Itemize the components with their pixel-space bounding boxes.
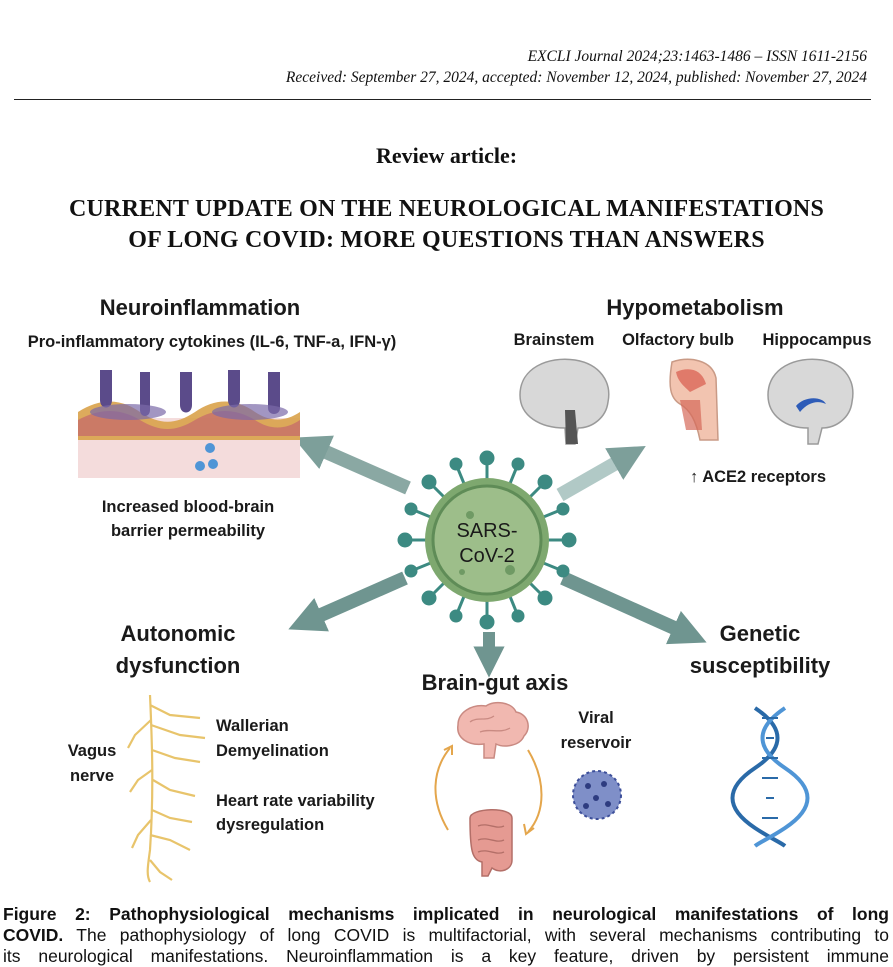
caption-label-end: COVID. [3,925,64,945]
viral-reservoir-line2: reservoir [561,734,632,752]
vagus-label-line2: nerve [70,767,114,785]
olfactory-bulb-icon [669,358,719,441]
article-title-line2: OF LONG COVID: MORE QUESTIONS THAN ANSWE… [128,227,765,253]
region-brainstem: Brainstem [514,331,595,349]
bbb-note-line1: Increased blood-brain [102,498,274,516]
mechanism-arrows [288,435,707,678]
hrv-line2: dysregulation [216,816,324,834]
viral-reservoir-icon [572,770,622,820]
neuroinflammation-panel: Neuroinflammation Pro-inflammatory cytok… [28,295,397,540]
virus-label-line2: CoV-2 [459,545,515,567]
neuroinflammation-subtitle: Pro-inflammatory cytokines (IL-6, TNF-a,… [28,333,397,351]
hypometabolism-panel: Hypometabolism Brainstem Olfactory bulb … [514,295,872,486]
autonomic-panel: Autonomic dysfunction Vagus nerve Waller… [68,621,375,883]
brain-gut-title: Brain-gut axis [422,670,569,695]
region-hippocampus: Hippocampus [762,331,871,349]
vagus-nerve-icon [127,694,206,883]
wallerian-line1: Wallerian [216,717,289,735]
ace2-note: ↑ ACE2 receptors [690,468,826,486]
genetic-title-line2: susceptibility [690,653,831,678]
autonomic-title-line2: dysfunction [116,653,241,678]
axis-arrows [434,744,543,836]
arrow-genetic [560,571,707,645]
gut-icon [469,809,513,877]
region-olfactory-bulb: Olfactory bulb [622,331,734,349]
header-rule [14,99,871,100]
bbb-note-line2: barrier permeability [111,522,266,540]
genetic-panel: Genetic susceptibility [690,621,831,848]
arrow-hypometabolism [556,445,646,502]
article-type: Review article: [375,143,518,168]
vagus-label-line1: Vagus [68,742,117,760]
viral-reservoir-line1: Viral [578,709,613,727]
virus-label-line1: SARS- [456,520,517,542]
autonomic-title-line1: Autonomic [121,621,236,646]
genetic-title-line1: Genetic [720,621,801,646]
wallerian-line2: Demyelination [216,742,329,760]
sars-cov-2-virus-icon: SARS- CoV-2 [397,450,577,630]
figure-caption-line1: Figure 2: Pathophysiological mechanisms … [3,904,889,925]
blood-brain-barrier-illustration [78,370,300,478]
hypometabolism-title: Hypometabolism [606,295,783,320]
journal-citation: EXCLI Journal 2024;23:1463-1486 – ISSN 1… [527,48,867,65]
caption-label: Figure 2: Pathophysiological mechanisms … [3,904,889,924]
brain-gut-panel: Brain-gut axis Viral reservoir [422,670,632,877]
caption-text-line2: The pathophysiology of long COVID is mul… [63,925,889,945]
brain-icon [457,701,529,759]
brainstem-brain-icon [519,358,610,445]
figure-caption-line2: COVID. The pathophysiology of long COVID… [3,925,889,946]
figure-caption-line3: its neurological manifestations. Neuroin… [3,946,889,966]
article-title-line1: CURRENT UPDATE ON THE NEUROLOGICAL MANIF… [68,196,825,222]
arrow-autonomic [288,571,408,632]
hrv-line1: Heart rate variability [216,792,375,810]
figure-2: SARS- CoV-2 Neuroinflammation Pro-inflam… [28,295,872,883]
hippocampus-brain-icon [767,358,854,445]
article-dates: Received: September 27, 2024, accepted: … [285,69,867,86]
neuroinflammation-title: Neuroinflammation [100,295,300,320]
dna-icon [730,706,810,848]
arrow-neuroinflammation [293,435,411,495]
